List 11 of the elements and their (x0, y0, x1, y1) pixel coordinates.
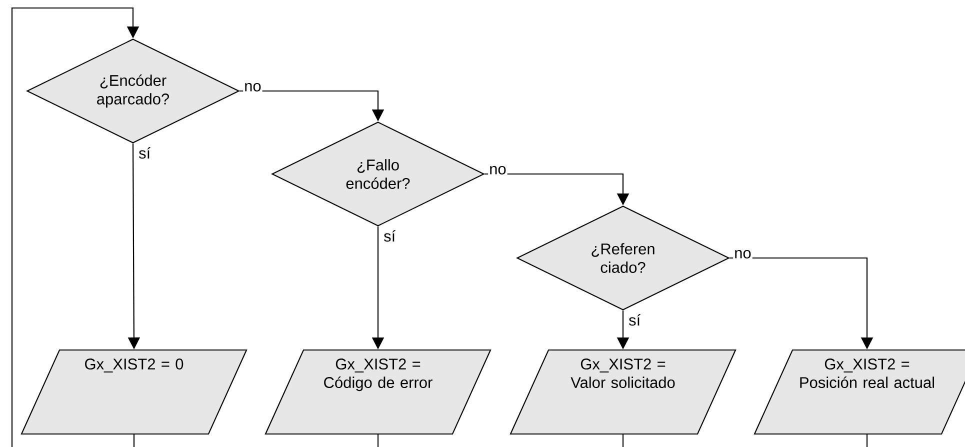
data-parallelogram: Gx_XIST2 = 0 (20, 349, 248, 435)
data-parallelogram: Gx_XIST2 = Posición real actual (754, 349, 965, 435)
arrow (11, 7, 140, 447)
edge-label: sí (628, 314, 641, 326)
data-parallelogram: Gx_XIST2 = Valor solicitado (510, 349, 736, 435)
edge-label: no (735, 250, 751, 258)
edge-label: no (245, 82, 261, 92)
edge-label: sí (138, 147, 151, 159)
edge-label: sí (384, 230, 396, 242)
edge-label: no (490, 166, 506, 174)
data-parallelogram: Gx_XIST2 = Código de error (264, 349, 492, 435)
